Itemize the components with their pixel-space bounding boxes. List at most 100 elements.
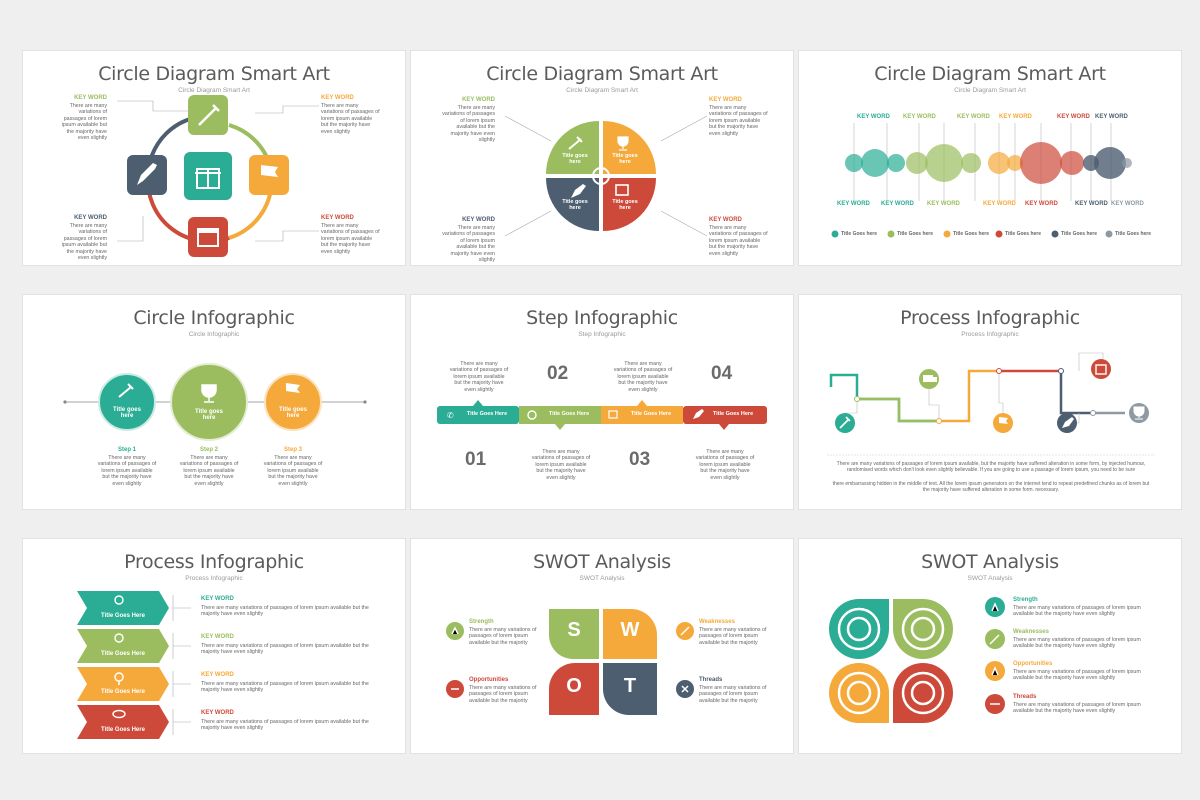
keyword-label: KEY WORD [1111,201,1144,207]
step-number: 04 [711,363,733,384]
swot-petal-graphic [446,609,694,715]
slide-circle-diagram-2[interactable]: Circle Diagram Smart Art Circle Diagram … [410,50,794,266]
swot-text: There are many variations of passages of… [1013,669,1141,682]
step-bar-label: Title Goes Here [548,411,590,417]
keyword-text: There are many variations of passages of… [442,105,495,144]
slide-swot-analysis-2[interactable]: SWOT Analysis SWOT Analysis Strength The… [798,538,1182,754]
keyword-label: KEY WORD [462,217,495,223]
slide-subtitle: Circle Diagram Smart Art [178,87,250,94]
swot-label: Weaknesses [699,619,735,625]
swot-text: There are many variations of passages of… [1013,702,1141,715]
swot-text: There are many variations of passages of… [699,685,767,704]
keyword-label: KEY WORD [957,114,990,120]
bubble-row-graphic [831,123,1132,238]
legend-item: Title Goes here [1061,231,1098,237]
step-text: There are many variations of passages of… [613,361,673,393]
calendar-icon [615,184,629,196]
keyword-label: KEY WORD [201,710,234,716]
quadrant-label: Title goes here [562,153,588,165]
keyword-label: KEY WORD [881,201,914,207]
swot-letter: S [567,619,581,641]
keyword-label: KEY WORD [999,114,1032,120]
keyword-text: There are many variations of passages of… [442,225,495,264]
keyword-label: KEY WORD [1095,114,1128,120]
legend-item: Title Goes here [1005,231,1042,237]
slide-circle-diagram-3[interactable]: Circle Diagram Smart Art Circle Diagram … [798,50,1182,266]
step-text: There are many variations of passages of… [695,449,755,481]
keyword-label: KEY WORD [74,215,107,221]
slide-title: Process Infographic [900,307,1080,329]
step-label: Step 3 [283,447,302,453]
slide-step-infographic[interactable]: Step Infographic Step Infographic ✆ Titl… [410,294,794,510]
step-number: 02 [547,363,569,384]
slide-subtitle: Step Infographic [578,331,626,338]
calendar-icon [188,217,228,257]
slide-process-infographic-1[interactable]: Process Infographic Process Infographic [798,294,1182,510]
slide-circle-diagram-1[interactable]: Circle Diagram Smart Art Circle Diagram … [22,50,406,266]
keyword-label: KEY WORD [837,201,870,207]
swot-label: Strength [1013,597,1038,603]
swot-letter: W [620,619,640,641]
keyword-label: KEY WORD [1025,201,1058,207]
keyword-label: KEY WORD [321,215,354,221]
chevron-label: Title Goes Here [101,727,145,733]
step-bar-label: Title Goes Here [466,411,508,417]
swot-text: There are many variations of passages of… [469,627,537,646]
keyword-label: KEY WORD [201,634,234,640]
circle-label: Title goes here [113,407,141,419]
quadrant-circle-graphic [504,115,708,237]
keyword-text: There are many variations of passages of… [201,681,369,694]
keyword-label: KEY WORD [1057,114,1090,120]
chevron-label: Title Goes Here [101,613,145,619]
step-text: There are many variations of passages of… [531,449,591,481]
circle-label: Title goes here [195,409,223,421]
phone-icon: ✆ [447,411,454,420]
magic-wand-icon [568,136,583,150]
step-bar-label: Title Goes Here [712,411,754,417]
keyword-text: There are many variations of passages of… [709,105,768,137]
trophy-icon [617,136,629,151]
map-pin-icon [114,672,124,686]
quadrant-label: Title goes here [562,199,588,211]
legend-item: Title Goes here [953,231,990,237]
slide-subtitle: SWOT Analysis [579,575,625,582]
swot-text: There are many variations of passages of… [1013,605,1141,618]
step-text: There are many variations of passages of… [97,455,157,487]
step-text: There are many variations of passages of… [449,361,509,393]
slide-swot-analysis-1[interactable]: SWOT Analysis SWOT Analysis S W O T Stre… [410,538,794,754]
circle-label: Title goes here [279,407,307,419]
lightbulb-icon [114,595,124,605]
legend-item: Title Goes here [1115,231,1152,237]
circle-steps-graphic [63,363,367,441]
keyword-label: KEY WORD [903,114,936,120]
keyword-label: KEY WORD [857,114,890,120]
slide-process-infographic-2[interactable]: Process Infographic Process Infographic … [22,538,406,754]
swot-label: Strength [469,619,494,625]
keyword-text: There are many variations of passages of… [201,643,369,656]
keyword-label: KEY WORD [462,97,495,103]
keyword-text: There are many variations of passages of… [61,103,107,142]
slide-title: Step Infographic [526,307,678,329]
swot-text: There are many variations of passages of… [699,627,767,646]
keyword-text: There are many variations of passages of… [61,223,107,262]
swot-letter: O [566,675,582,697]
step-number: 03 [629,449,651,470]
rocket-icon [571,184,586,198]
cloud-icon [112,709,126,719]
quadrant-label: Title goes here [612,199,638,211]
slide-title: Circle Diagram Smart Art [98,63,330,85]
plane-icon [693,409,704,419]
slide-title: SWOT Analysis [533,551,671,573]
keyword-text: There are many variations of passages of… [201,719,369,732]
swot-text: There are many variations of passages of… [1013,637,1141,650]
keyword-label: KEY WORD [1075,201,1108,207]
step-bar-label: Title Goes Here [630,411,672,417]
keyword-text: There are many variations of passages of… [709,225,768,257]
chevron-list-graphic [77,591,191,739]
step-label: Step 1 [117,447,136,453]
slide-subtitle: Circle Diagram Smart Art [954,87,1026,94]
swot-text: There are many variations of passages of… [469,685,537,704]
slide-circle-infographic[interactable]: Circle Infographic Circle Infographic Ti… [22,294,406,510]
step-number: 01 [465,449,487,470]
flag-icon [286,383,300,398]
